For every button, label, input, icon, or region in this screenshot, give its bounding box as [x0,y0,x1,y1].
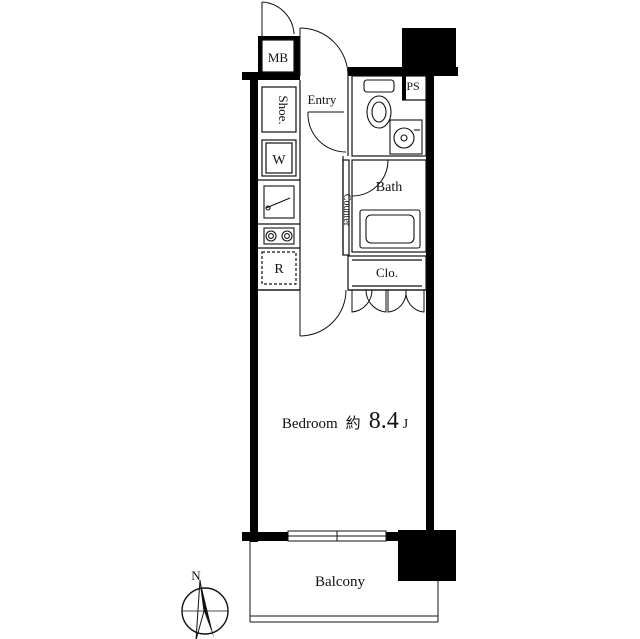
bottom-wall-left [242,532,288,541]
closet-door-arc-1 [351,289,373,313]
counter-box [342,159,350,256]
fridge-space [261,251,297,285]
bath-door-arc [351,159,389,197]
column-top-right [402,28,456,70]
ps-wall [402,70,406,100]
ps-label: PS [406,79,419,93]
bottom-wall-right [386,532,406,541]
toilet-icon [363,79,395,129]
mb-wall-left [258,36,262,76]
balcony-label: Balcony [315,574,365,590]
sink-icon [263,185,295,219]
shoe-label: Shoe. [276,95,291,124]
closet-door-arc-2 [365,289,387,313]
mb-wall-right [294,36,300,76]
stove-icon [263,227,295,245]
mb-wall-top [258,36,300,40]
w-label: W [272,153,286,168]
interior-partitions [258,39,427,291]
mb-room [261,39,295,73]
shoe-cabinet [261,86,297,133]
mb-label: MB [268,50,289,65]
right-wall [426,67,434,542]
washer-space [261,139,297,177]
toilet-door-arc [307,111,347,153]
north-label: N [191,568,201,583]
bedroom-label: Bedroom 約 8.4 J [282,408,409,434]
bath-room [351,159,427,253]
doors [261,1,425,337]
balcony [249,541,439,623]
closet-door-arc-3 [387,289,407,313]
balcony-window [287,530,387,542]
compass-icon [181,579,229,639]
bedroom-size-unit: J [403,417,409,432]
exterior-walls [242,28,458,581]
washer-inner [265,142,293,174]
r-label: R [274,262,284,277]
left-wall [250,72,258,542]
bedroom-size-value: 8.4 [369,408,399,434]
washbasin-icon [389,119,423,155]
top-wall-left [242,72,300,80]
entry-label: Entry [308,92,337,107]
bath-label: Bath [376,180,402,195]
mb-door-arc [261,1,295,35]
column-bottom-right [398,530,456,581]
closet-door-arc-4 [405,289,425,313]
toilet-room [351,75,427,157]
bathtub-icon [359,209,421,249]
counter-label: Counter [341,194,352,227]
bedroom-door-arc [299,289,347,337]
bedroom-name: Bedroom [282,416,338,432]
closet-label: Clo. [376,265,398,280]
entrance-door-arc [299,27,349,77]
bedroom-size-prefix: 約 [346,415,361,432]
